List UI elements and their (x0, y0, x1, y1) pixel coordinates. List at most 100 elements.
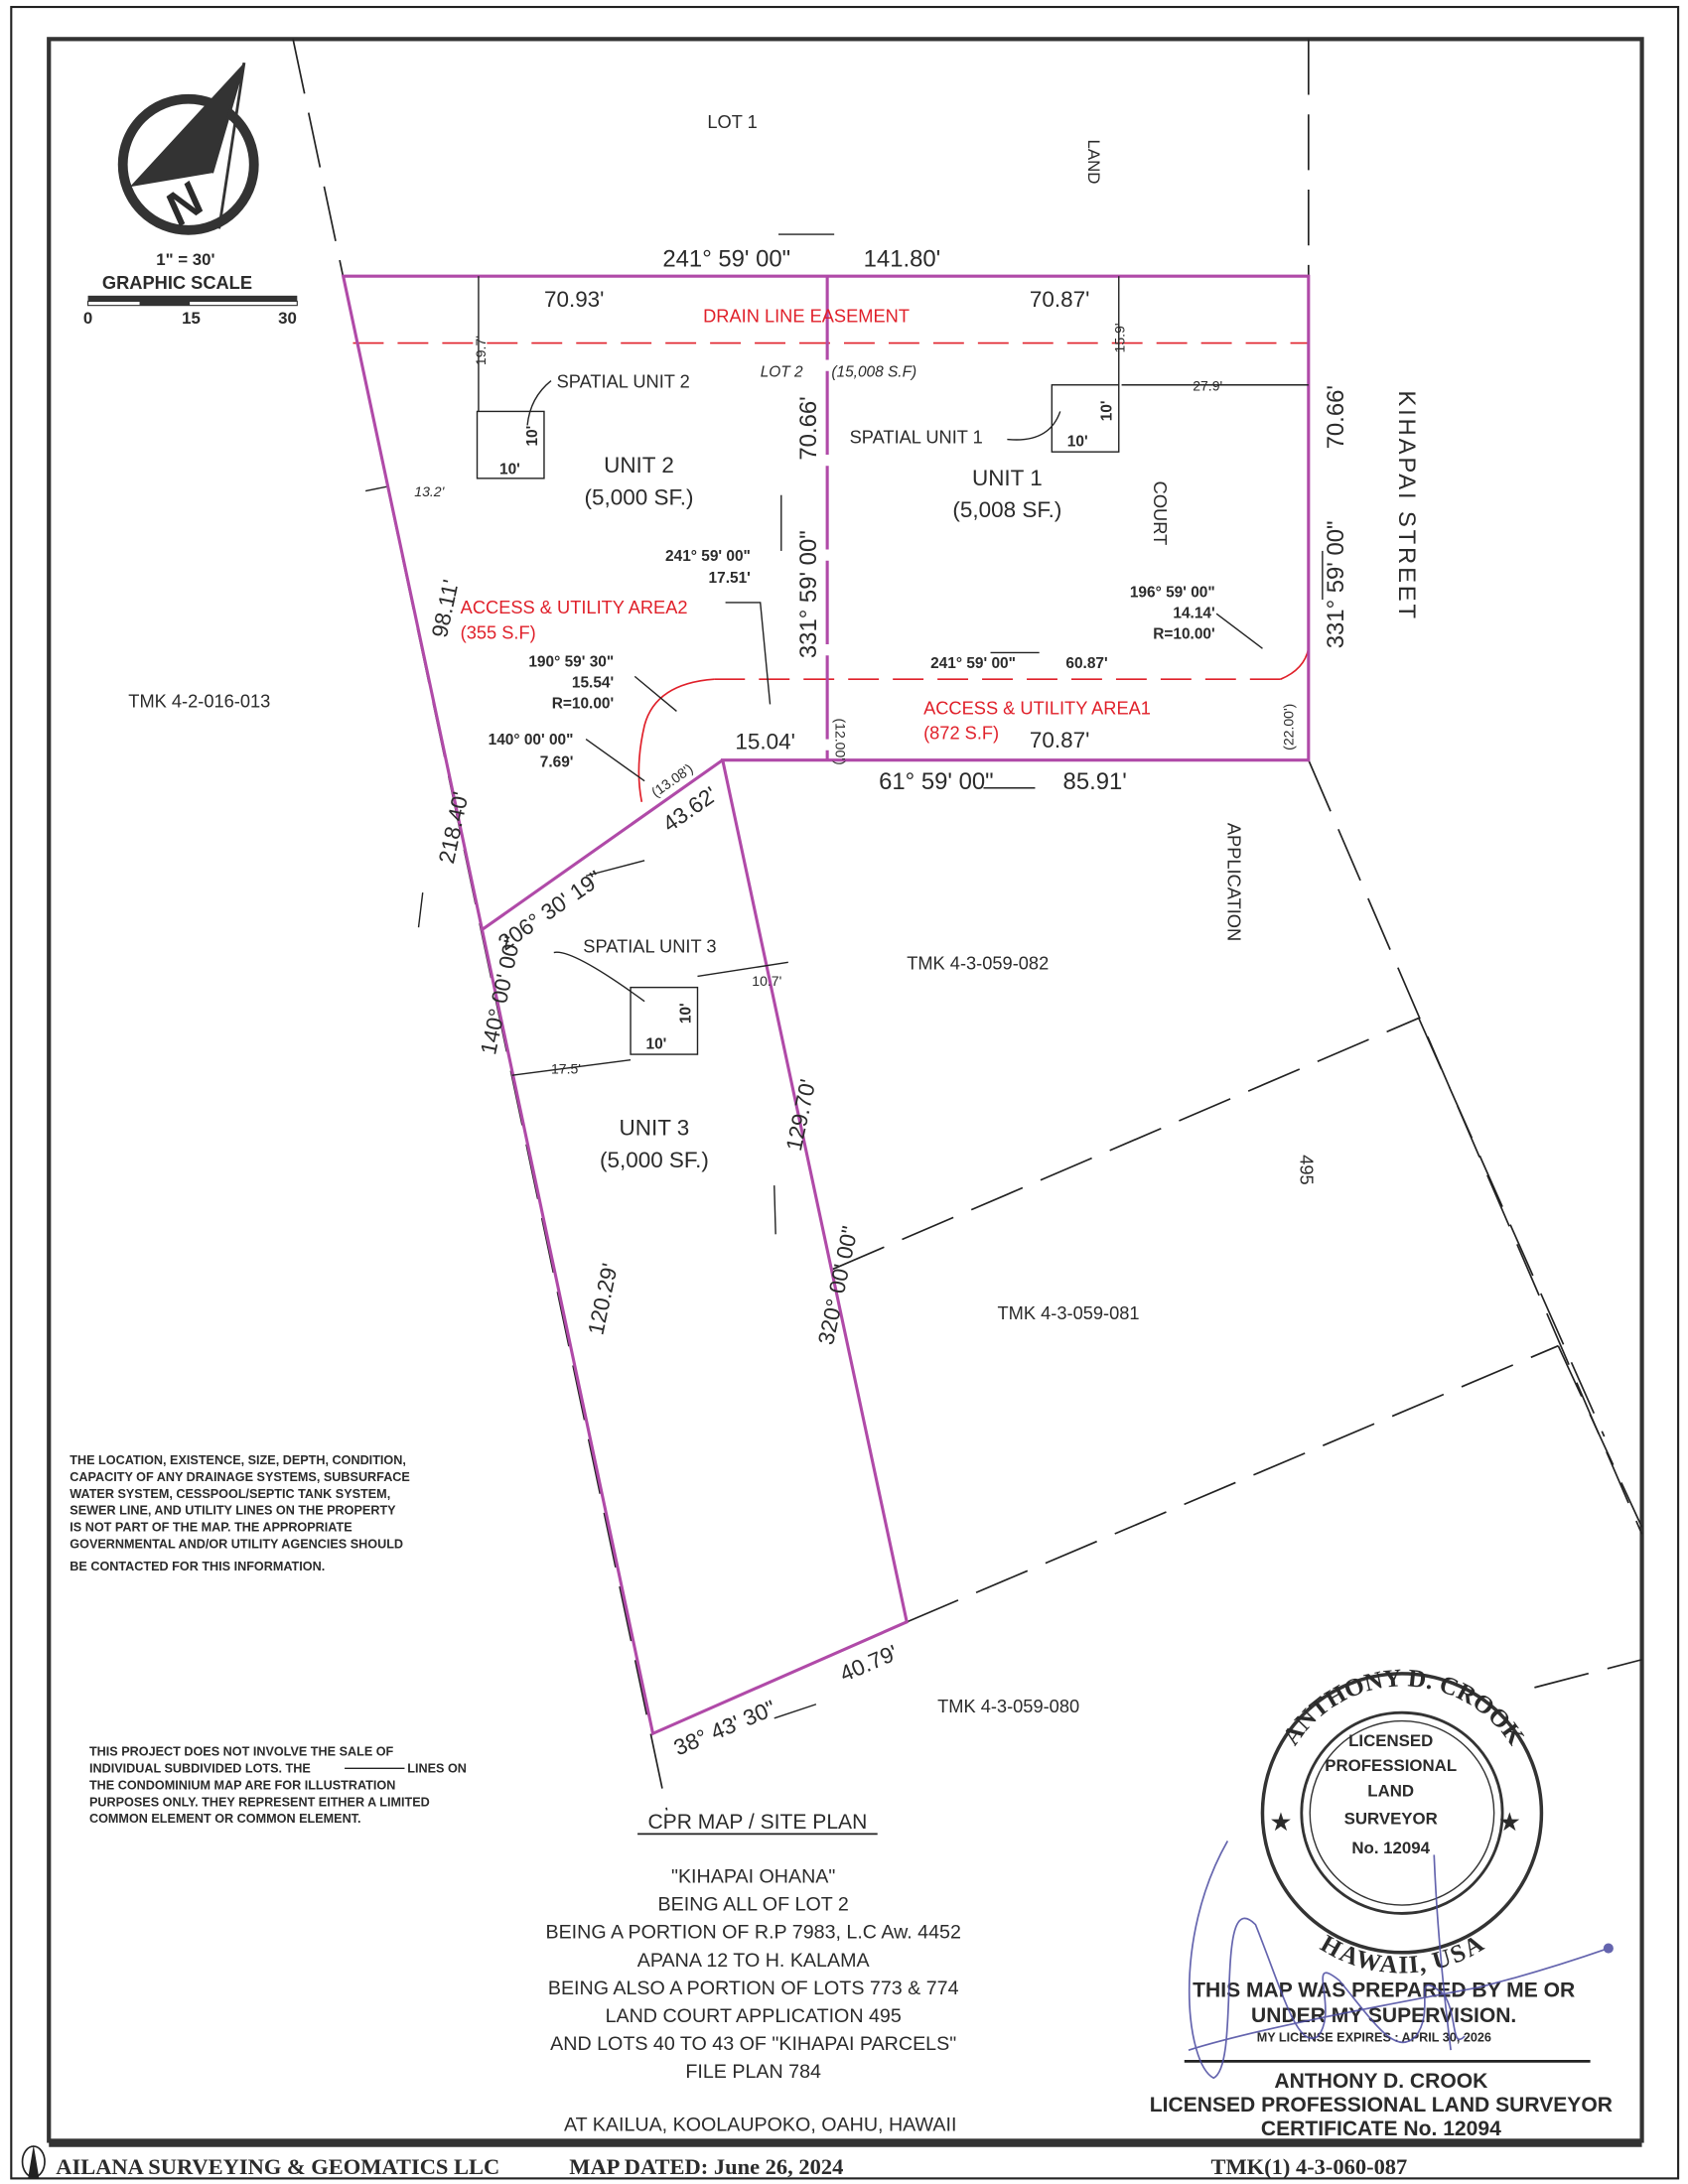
dim-text: 129.70' (781, 1077, 821, 1154)
title-line: LAND COURT APPLICATION 495 (606, 2005, 902, 2027)
dim-text: 120.29' (583, 1261, 623, 1337)
dim-text: 98.11' (427, 578, 464, 640)
title-line: BEING A PORTION OF R.P 7983, L.C Aw. 445… (545, 1922, 960, 1944)
map-title: CPR MAP / SITE PLAN (647, 1811, 867, 1834)
note-line: SEWER LINE, AND UTILITY LINES ON THE PRO… (70, 1504, 396, 1518)
dim-text: 70.87' (1030, 728, 1090, 752)
dim-text: 331° 59' 00" (1323, 520, 1349, 648)
dim-text: 70.93' (544, 287, 605, 312)
svg-text:HAWAII, USA: HAWAII, USA (1316, 1929, 1488, 1979)
north-arrow-icon: N (117, 62, 259, 236)
unit-3-area: (5,000 SF.) (600, 1148, 709, 1172)
scale-title: GRAPHIC SCALE (102, 272, 252, 293)
dim-text: 10.7' (752, 973, 781, 989)
access-curve-left (637, 678, 715, 802)
lot1-label: LOT 1 (707, 111, 757, 132)
surveyor-seal: ANTHONY D. CROOK HAWAII, USA ★ ★ LICENSE… (1260, 1664, 1544, 1979)
dim-text: (12.00') (833, 718, 849, 764)
dim-text: 241° 59' 00" (930, 655, 1016, 672)
dim-text: R=10.00' (552, 696, 614, 713)
tmk-080: TMK 4-3-059-080 (937, 1696, 1079, 1716)
tmk-number: TMK(1) 4-3-060-087 (1210, 2154, 1407, 2179)
tmk-west: TMK 4-2-016-013 (128, 690, 270, 711)
title-line: "KIHAPAI OHANA" (671, 1866, 835, 1888)
dim-text: 15.04' (735, 729, 795, 753)
scale-tick: 15 (182, 309, 201, 328)
spatial-unit-3-box (630, 986, 699, 1055)
scale-tick: 30 (278, 309, 297, 328)
unit-3-name: UNIT 3 (620, 1116, 690, 1141)
dim-text: 70.87' (1030, 287, 1090, 312)
court-label: COURT (1150, 481, 1171, 546)
certificate-number: CERTIFICATE No. 12094 (1261, 2117, 1501, 2140)
note-line: INDIVIDUAL SUBDIVIDED LOTS. THE (89, 1762, 311, 1776)
dim-text: 10' (1099, 400, 1116, 421)
note-line: LINES ON (407, 1762, 467, 1776)
seal-line: SURVEYOR (1344, 1810, 1438, 1829)
seal-line: LICENSED (1348, 1731, 1433, 1750)
note-line: IS NOT PART OF THE MAP. THE APPROPRIATE (70, 1521, 352, 1535)
title-line: BEING ALL OF LOT 2 (658, 1894, 849, 1916)
unit-2-name: UNIT 2 (604, 453, 674, 478)
tmk-082: TMK 4-3-059-082 (907, 952, 1049, 973)
lot2-area: (15,008 S.F) (831, 363, 916, 380)
dim-text: 15.54' (572, 675, 614, 692)
leader-lines (364, 233, 1324, 1719)
dim-text: 15.9' (1111, 323, 1127, 352)
dim-text: 10' (646, 1035, 667, 1052)
outer-frame (10, 5, 1680, 2180)
dim-text: 70.66' (795, 396, 822, 460)
lot-boundary (341, 274, 1311, 1736)
note-line: BE CONTACTED FOR THIS INFORMATION. (70, 1560, 325, 1573)
spatial-unit-2-box (476, 410, 545, 479)
dim-text: 27.9' (1193, 377, 1222, 393)
note-line: CAPACITY OF ANY DRAINAGE SYSTEMS, SUBSUR… (70, 1470, 410, 1484)
dim-text: R=10.00' (1153, 625, 1214, 642)
utilities-note: THE LOCATION, EXISTENCE, SIZE, DEPTH, CO… (70, 1453, 410, 1573)
dim-text: 320° 00' 00" (813, 1224, 863, 1347)
seal-line: PROFESSIONAL (1325, 1756, 1457, 1775)
land-label: LAND (1084, 139, 1103, 184)
seal-line: LAND (1367, 1781, 1414, 1800)
cert-statement: THIS MAP WAS PREPARED BY ME OR (1193, 1979, 1575, 2002)
surveyor-title: LICENSED PROFESSIONAL LAND SURVEYOR (1150, 2094, 1613, 2116)
seal-line: No. 12094 (1351, 1839, 1430, 1857)
note-line: THIS PROJECT DOES NOT INVOLVE THE SALE O… (89, 1745, 394, 1759)
company-name: AILANA SURVEYING & GEOMATICS LLC (56, 2154, 499, 2179)
dim-text: 38° 43' 30" (670, 1696, 779, 1760)
title-line: FILE PLAN 784 (685, 2061, 821, 2083)
dim-text: 241° 59' 00" (665, 548, 751, 565)
lca-number-label: 495 (1296, 1155, 1317, 1184)
seal-bottom-text: HAWAII, USA (1316, 1929, 1488, 1979)
lot2-label: LOT 2 (761, 363, 803, 380)
dim-text: 10' (677, 1003, 694, 1024)
drain-easement-label: DRAIN LINE EASEMENT (703, 306, 910, 327)
dim-text: (22.00') (1280, 704, 1296, 751)
note-line: THE CONDOMINIUM MAP ARE FOR ILLUSTRATION (89, 1778, 395, 1792)
scale-tick: 0 (83, 309, 92, 328)
dim-text: 140° 00' 00" (476, 934, 525, 1057)
title-line: APANA 12 TO H. KALAMA (637, 1950, 871, 1972)
certification-block: THIS MAP WAS PREPARED BY ME OR UNDER MY … (1150, 1979, 1613, 2140)
dim-text: 17.5' (551, 1061, 581, 1077)
note-line: PURPOSES ONLY. THEY REPRESENT EITHER A L… (89, 1795, 430, 1809)
license-expiry: MY LICENSE EXPIRES : APRIL 30, 2026 (1257, 2031, 1491, 2045)
access-area2-sf: (355 S.F) (461, 621, 536, 642)
spatial-unit-1-label: SPATIAL UNIT 1 (850, 427, 983, 448)
dim-text: 241° 59' 00" (662, 245, 790, 272)
dim-text: 140° 00' 00" (489, 732, 574, 749)
street-label: KIHAPAI STREET (1393, 390, 1420, 621)
note-line: GOVERNMENTAL AND/OR UTILITY AGENCIES SHO… (70, 1537, 403, 1551)
dimension-labels: 241° 59' 00" 141.80' 70.93' 70.87' 331° … (414, 245, 1349, 1760)
tmk-081: TMK 4-3-059-081 (998, 1302, 1140, 1323)
location-line: AT KAILUA, KOOLAUPOKO, OAHU, HAWAII (564, 2115, 956, 2136)
scale-ratio: 1" = 30' (156, 250, 214, 269)
dim-text: 61° 59' 00" (879, 768, 994, 795)
dim-text: 10' (1067, 434, 1088, 451)
application-label: APPLICATION (1223, 823, 1244, 941)
company-logo-icon (21, 2144, 46, 2179)
star-icon: ★ (1499, 1810, 1519, 1835)
adjoining-lot-lines (292, 39, 1643, 1811)
dim-text: 13.2' (414, 483, 445, 499)
